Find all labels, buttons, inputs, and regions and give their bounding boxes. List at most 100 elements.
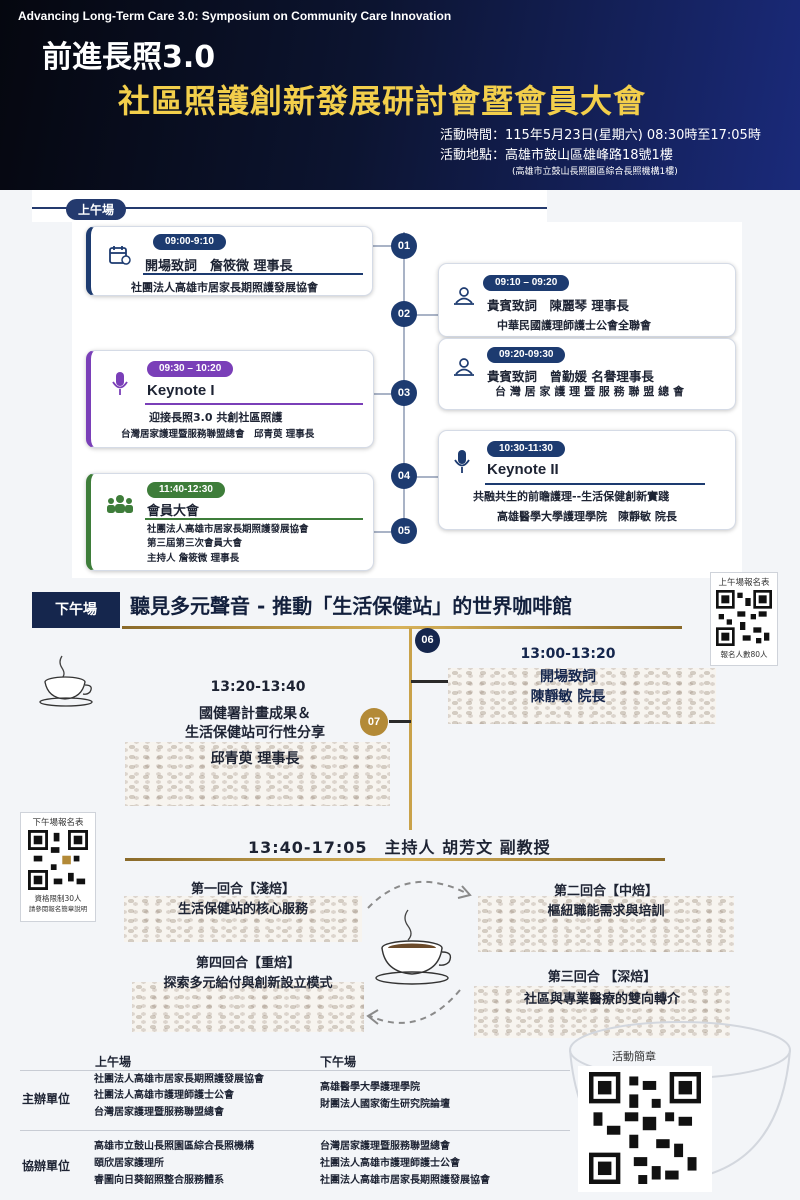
- host-am-item: 社團法人高雄市護理師護士公會: [94, 1090, 234, 1101]
- co-host-label: 協辦單位: [22, 1159, 71, 1173]
- timeline-node-04: 04: [391, 463, 417, 489]
- co-pm-item: 社團法人高雄市居家長期照護發展協會: [320, 1175, 490, 1186]
- coffee-cup-icon: [39, 655, 93, 707]
- qr-note: 請參閱報名簡章說明: [28, 905, 88, 913]
- connector: [372, 531, 404, 533]
- round-1-topic: 生活保健站的核心服務: [177, 902, 308, 917]
- coffee-bean-background: [125, 742, 390, 806]
- timeline-tick: [411, 680, 449, 683]
- session-card-guest-2: 09:20-09:30 貴賓致詞 曾勤媛 名譽理事長 台 灣 居 家 護 理 暨…: [438, 338, 736, 410]
- qr-code-icon: [716, 590, 772, 646]
- session-title: Keynote II: [487, 461, 559, 478]
- session-time: 09:00-9:10: [153, 234, 226, 250]
- coffee-bean-background: [132, 982, 364, 1032]
- english-title: Advancing Long-Term Care 3.0: Symposium …: [18, 9, 452, 23]
- session-card-keynote-1: 09:30 – 10:20 Keynote I 迎接長照3.0 共創社區照護 台…: [86, 350, 374, 448]
- session-time: 09:20-09:30: [487, 347, 566, 363]
- divider: [20, 1130, 570, 1131]
- keynote-speaker: 台灣居家護理暨服務聯盟總會 邱青萸 理事長: [121, 429, 315, 440]
- title-underline: [145, 518, 363, 520]
- microphone-icon: [454, 450, 470, 473]
- host-am-item: 社團法人高雄市居家長期照護發展協會: [94, 1074, 264, 1085]
- meeting-line: 第三屆第三次會員大會: [147, 538, 243, 549]
- org-pm-header: 下午場: [320, 1055, 357, 1069]
- talk-title-line2: 生活保健站可行性分享: [185, 725, 325, 741]
- meeting-line: 主持人 詹筱微 理事長: [147, 553, 240, 564]
- round-1-title: 第一回合【淺焙】: [190, 882, 295, 897]
- qr-note: 報名人數80人: [720, 650, 768, 659]
- main-title: 前進長照3.0: [42, 40, 216, 75]
- session-card-keynote-2: 10:30-11:30 Keynote II 共融共生的前瞻護理--生活保健創新…: [438, 430, 736, 530]
- timeline-tick: [389, 720, 411, 723]
- opening-title: 開場致詞: [540, 669, 596, 685]
- speaker-person-icon: [454, 287, 474, 305]
- session-title: 會員大會: [147, 504, 200, 519]
- sub-title: 社區照護創新發展研討會暨會員大會: [118, 82, 647, 120]
- session-card-member-meeting: 11:40-12:30 會員大會 社團法人高雄市居家長期照護發展協會 第三屆第三…: [86, 473, 374, 571]
- host-line: 13:40-17:05 主持人 胡芳文 副教授: [248, 838, 551, 857]
- qr-brochure[interactable]: [578, 1066, 712, 1192]
- qr-label: 下午場報名表: [32, 818, 84, 828]
- title-underline: [143, 273, 363, 275]
- morning-tab: 上午場: [66, 199, 127, 220]
- connector: [404, 476, 438, 478]
- group-icon: [107, 495, 133, 513]
- session-title: 貴賓致詞 曾勤媛 名譽理事長: [487, 369, 654, 384]
- keynote-topic: 迎接長照3.0 共創社區照護: [149, 411, 283, 424]
- session-organization: 中華民國護理師護士公會全聯會: [497, 319, 651, 332]
- opening-speaker: 陳靜敏 院長: [530, 689, 606, 705]
- round-2-topic: 樞紐職能需求與培訓: [547, 904, 665, 919]
- gold-divider: [125, 858, 665, 861]
- connector: [374, 393, 404, 395]
- speaker-person-icon: [454, 358, 474, 376]
- meeting-line: 社團法人高雄市居家長期照護發展協會: [147, 524, 309, 535]
- connector: [404, 314, 438, 316]
- event-time: 活動時間：115年5月23日(星期六) 08:30時至17:05時: [440, 128, 761, 143]
- session-title: 開場致詞 詹筱微 理事長: [145, 259, 293, 274]
- qr-pm-registration[interactable]: 下午場報名表 資格限制30人 請參閱報名簡章說明: [20, 812, 96, 922]
- afternoon-timeline-spine: [409, 628, 412, 830]
- timeline-node-06: 06: [415, 628, 440, 653]
- gold-divider: [122, 626, 682, 629]
- microphone-icon: [112, 372, 128, 395]
- talk-speaker: 邱青萸 理事長: [210, 751, 300, 767]
- timeline-node-03: 03: [391, 380, 417, 406]
- qr-brochure-label: 活動簡章: [612, 1050, 656, 1063]
- opening-time: 13:00-13:20: [520, 646, 616, 662]
- co-pm-item: 台灣居家護理暨服務聯盟總會: [320, 1141, 450, 1152]
- session-title: 貴賓致詞 陳麗琴 理事長: [487, 298, 629, 313]
- coffee-bean-background: [124, 896, 362, 942]
- session-card-guest-1: 09:10 – 09:20 貴賓致詞 陳麗琴 理事長 中華民國護理師護士公會全聯…: [438, 263, 736, 337]
- host-pm-item: 財團法人國家衛生研究院論壇: [320, 1099, 450, 1110]
- co-am-item: 頤欣居家護理所: [94, 1158, 164, 1169]
- session-organization: 社團法人高雄市居家長期照護發展協會: [131, 281, 318, 294]
- coffee-bean-background: [448, 668, 716, 724]
- host-pm-item: 高雄醫學大學護理學院: [320, 1082, 420, 1093]
- qr-code-icon: [589, 1072, 701, 1184]
- talk-title-line1: 國健署計畫成果＆: [199, 706, 311, 722]
- coffee-bean-background: [478, 896, 734, 952]
- title-underline: [485, 483, 705, 485]
- title-underline: [145, 403, 363, 405]
- co-am-item: 睿圖向日葵韶照整合服務體系: [94, 1175, 224, 1186]
- host-label: 主辦單位: [22, 1092, 71, 1106]
- round-3-title: 第三回合 【深焙】: [547, 970, 657, 985]
- event-place: 活動地點：高雄市鼓山區雄峰路18號1樓: [440, 148, 673, 163]
- morning-tab-line: [32, 207, 547, 209]
- session-time: 10:30-11:30: [487, 441, 565, 457]
- timeline-node-05: 05: [391, 518, 417, 544]
- connector: [372, 245, 404, 247]
- co-am-item: 高雄市立鼓山長照園區綜合長照機構: [94, 1141, 254, 1152]
- qr-am-registration[interactable]: 上午場報名表 報名人數80人: [710, 572, 778, 666]
- header-banner: Advancing Long-Term Care 3.0: Symposium …: [0, 0, 800, 190]
- round-4-topic: 探索多元給付與創新設立模式: [163, 976, 333, 991]
- round-2-title: 第二回合【中焙】: [553, 884, 658, 899]
- keynote-topic: 共融共生的前瞻護理--生活保健創新實踐: [473, 490, 670, 503]
- timeline-node-07: 07: [360, 708, 388, 736]
- session-card-opening: 09:00-9:10 開場致詞 詹筱微 理事長 社團法人高雄市居家長期照護發展協…: [86, 226, 373, 296]
- session-organization: 台 灣 居 家 護 理 暨 服 務 聯 盟 總 會: [495, 385, 684, 398]
- divider: [20, 1070, 570, 1071]
- afternoon-title: 聽見多元聲音 - 推動「生活保健站」的世界咖啡館: [130, 594, 573, 618]
- afternoon-tab: 下午場: [32, 592, 120, 628]
- talk-time: 13:20-13:40: [210, 679, 306, 695]
